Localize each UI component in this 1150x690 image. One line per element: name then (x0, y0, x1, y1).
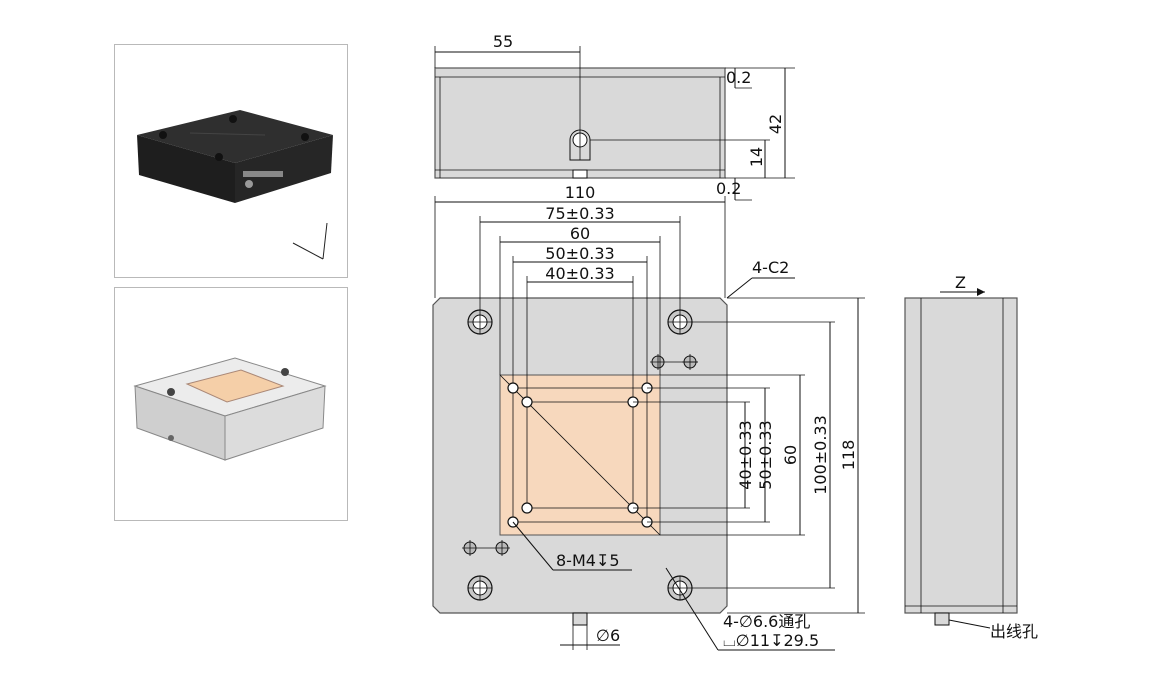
dim-top-60: 60 (570, 224, 590, 243)
dim-v-100: 100±0.33 (811, 415, 830, 495)
thread-callout: 8-M4↧5 (556, 551, 620, 570)
product-photo-dark (137, 110, 333, 260)
top-view: 110 75±0.33 60 50±0.33 40±0.33 4-C2 40±0… (432, 183, 865, 651)
outlet-label: 出线孔 (990, 622, 1038, 641)
thread-hole (521, 396, 533, 408)
dim-v-60: 60 (781, 445, 800, 465)
z-axis-label: Z (955, 273, 966, 292)
chamfer-callout: 4-C2 (752, 258, 789, 277)
dim-top-40: 40±0.33 (545, 264, 614, 283)
side-view-body (904, 297, 1018, 614)
dim-v-118: 118 (839, 440, 858, 471)
hole-callout-2: ⌴∅11↧29.5 (723, 631, 819, 650)
front-view: 55 42 14 0.2 0.2 (434, 32, 795, 201)
product-photo-light (133, 357, 327, 461)
thread-hole (507, 382, 519, 394)
dim-front-42: 42 (766, 114, 785, 134)
product-photo-light-panel (114, 287, 348, 521)
dim-front-55: 55 (493, 32, 513, 51)
dim-front-14: 14 (747, 147, 766, 167)
product-photo-dark-panel (114, 44, 348, 278)
dim-v-50: 50±0.33 (756, 420, 775, 489)
side-view: Z 出线孔 (904, 273, 1038, 641)
dim-cable-dia: ∅6 (596, 626, 620, 645)
dim-front-gap-bottom: 0.2 (716, 179, 741, 198)
dim-top-50: 50±0.33 (545, 244, 614, 263)
thread-hole (521, 502, 533, 514)
dim-top-110: 110 (565, 183, 596, 202)
hole-callout-1: 4-∅6.6通孔 (723, 612, 810, 631)
dim-v-40: 40±0.33 (736, 420, 755, 489)
dim-front-gap-top: 0.2 (726, 68, 751, 87)
dim-top-75: 75±0.33 (545, 204, 614, 223)
